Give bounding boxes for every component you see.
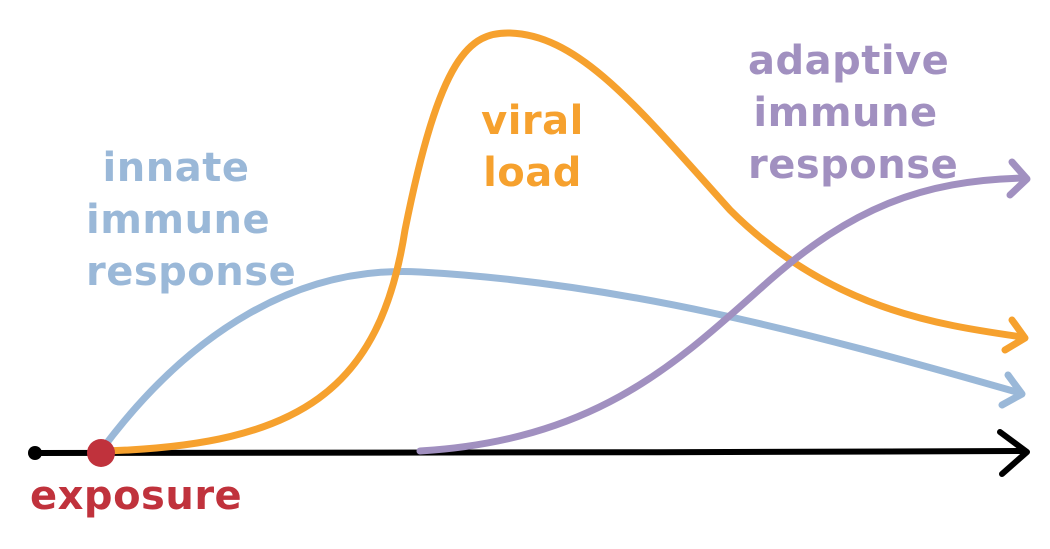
viral-curve-arrowhead (1001, 316, 1029, 354)
time-axis (32, 448, 1028, 456)
axis-start-dot (28, 446, 42, 460)
adaptive-label-line-1: adaptive (748, 38, 950, 84)
exposure-label: exposure (30, 473, 243, 519)
innate-label-line-1: innate (102, 145, 250, 191)
innate-immune-response-curve (96, 267, 1024, 456)
viral-load-curve (101, 29, 1026, 455)
innate-curve-arrowhead (998, 371, 1026, 409)
viral-label-line-2: load (483, 150, 582, 196)
innate-label-line-2: immune (86, 197, 271, 243)
exposure-marker (87, 439, 115, 467)
innate-immune-response-label: innate immune response (86, 142, 297, 298)
time-axis-arrowhead (997, 429, 1030, 477)
innate-label-line-3: response (86, 249, 297, 295)
adaptive-immune-response-label: adaptive immune response (748, 35, 959, 191)
adaptive-immune-response-curve (416, 174, 1029, 455)
viral-label-line-1: viral (481, 98, 584, 144)
adaptive-label-line-2: immune (753, 90, 938, 136)
adaptive-curve-arrowhead (1006, 158, 1031, 199)
adaptive-label-line-3: response (748, 142, 959, 188)
viral-load-label: viral load (480, 95, 585, 199)
